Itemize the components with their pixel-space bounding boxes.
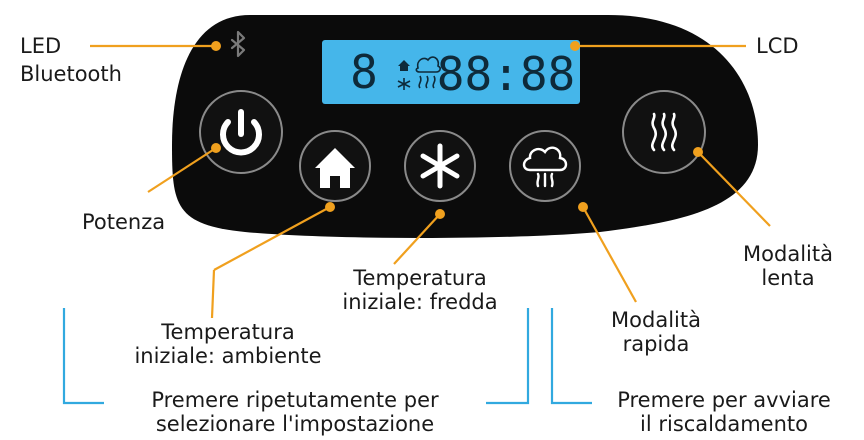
power-icon [220,109,262,156]
cloud-steam-icon [522,146,568,188]
led-bluetooth-label: LED Bluetooth [20,34,122,86]
ambient-start-label: Temperatura iniziale: ambiente [134,320,322,368]
ambient-start-button[interactable] [299,130,371,202]
steam-waves-icon [651,112,677,152]
cold-start-button[interactable] [404,130,476,202]
lcd-time: 88:88 [437,47,575,101]
bracket-lines [62,308,592,405]
heat-note-label: Premere per avviare il riscaldamento [617,388,831,436]
slow-mode-label: Modalità lenta [743,242,833,290]
repeat-bracket-right [486,308,530,405]
lcd-digit: 8 [350,45,378,99]
repeat-bracket-left [62,308,104,405]
power-button[interactable] [199,90,283,174]
rapid-mode-button[interactable] [509,130,581,202]
slow-mode-button[interactable] [622,90,706,174]
lcd-screen: 8 88:88 [322,40,580,104]
callout-lines [90,41,771,319]
lcd-snowflake-indicator [397,78,411,90]
lcd-slow-indicator [418,75,436,89]
power-label: Potenza [82,210,166,234]
lcd-home-indicator [398,60,410,71]
lcd-rapid-indicator [415,56,441,73]
cold-start-label: Temperatura iniziale: fredda [342,266,498,314]
snowflake-icon [420,143,460,189]
quick-mode-label: Modalità rapida [611,308,701,356]
home-icon [315,148,355,188]
bluetooth-icon [230,30,246,58]
repeat-note-label: Premere ripetutamente per selezionare l'… [151,388,439,436]
heat-bracket [550,308,592,405]
lcd-label: LCD [756,34,799,58]
